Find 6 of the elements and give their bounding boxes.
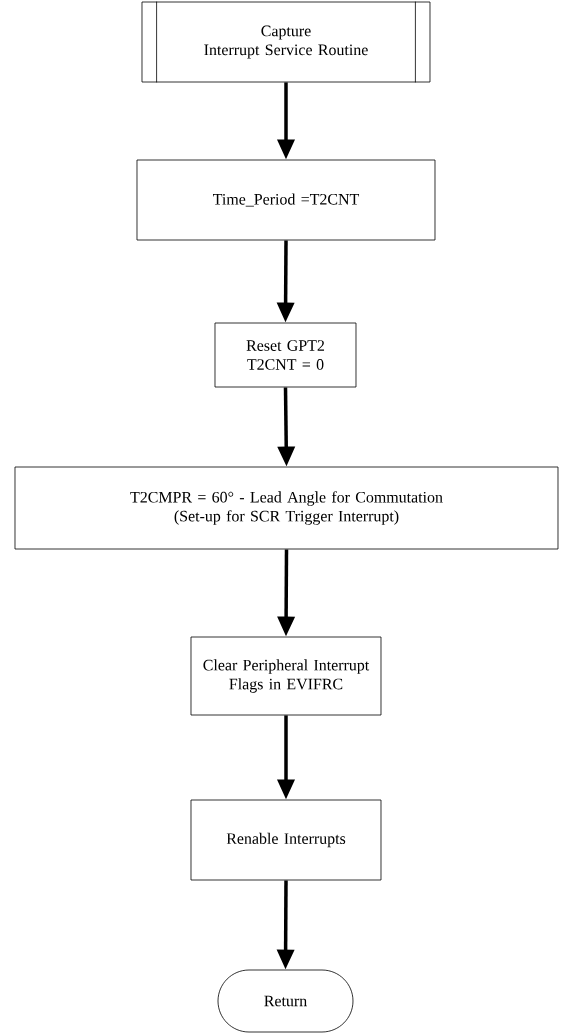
subroutine-box: Capture Interrupt Service Routine [141,1,431,83]
process-box: Renable Interrupts [190,799,382,881]
process-box: Reset GPT2 T2CNT = 0 [214,322,357,388]
process-box: Clear Peripheral Interrupt Flags in EVIFRC [190,636,382,716]
process-box: T2CMPR = 60° - Lead Angle for Commutation (Set-up for SCR Trigger Interrupt) [14,466,559,550]
process-box: Time_Period =T2CNT [136,159,436,241]
